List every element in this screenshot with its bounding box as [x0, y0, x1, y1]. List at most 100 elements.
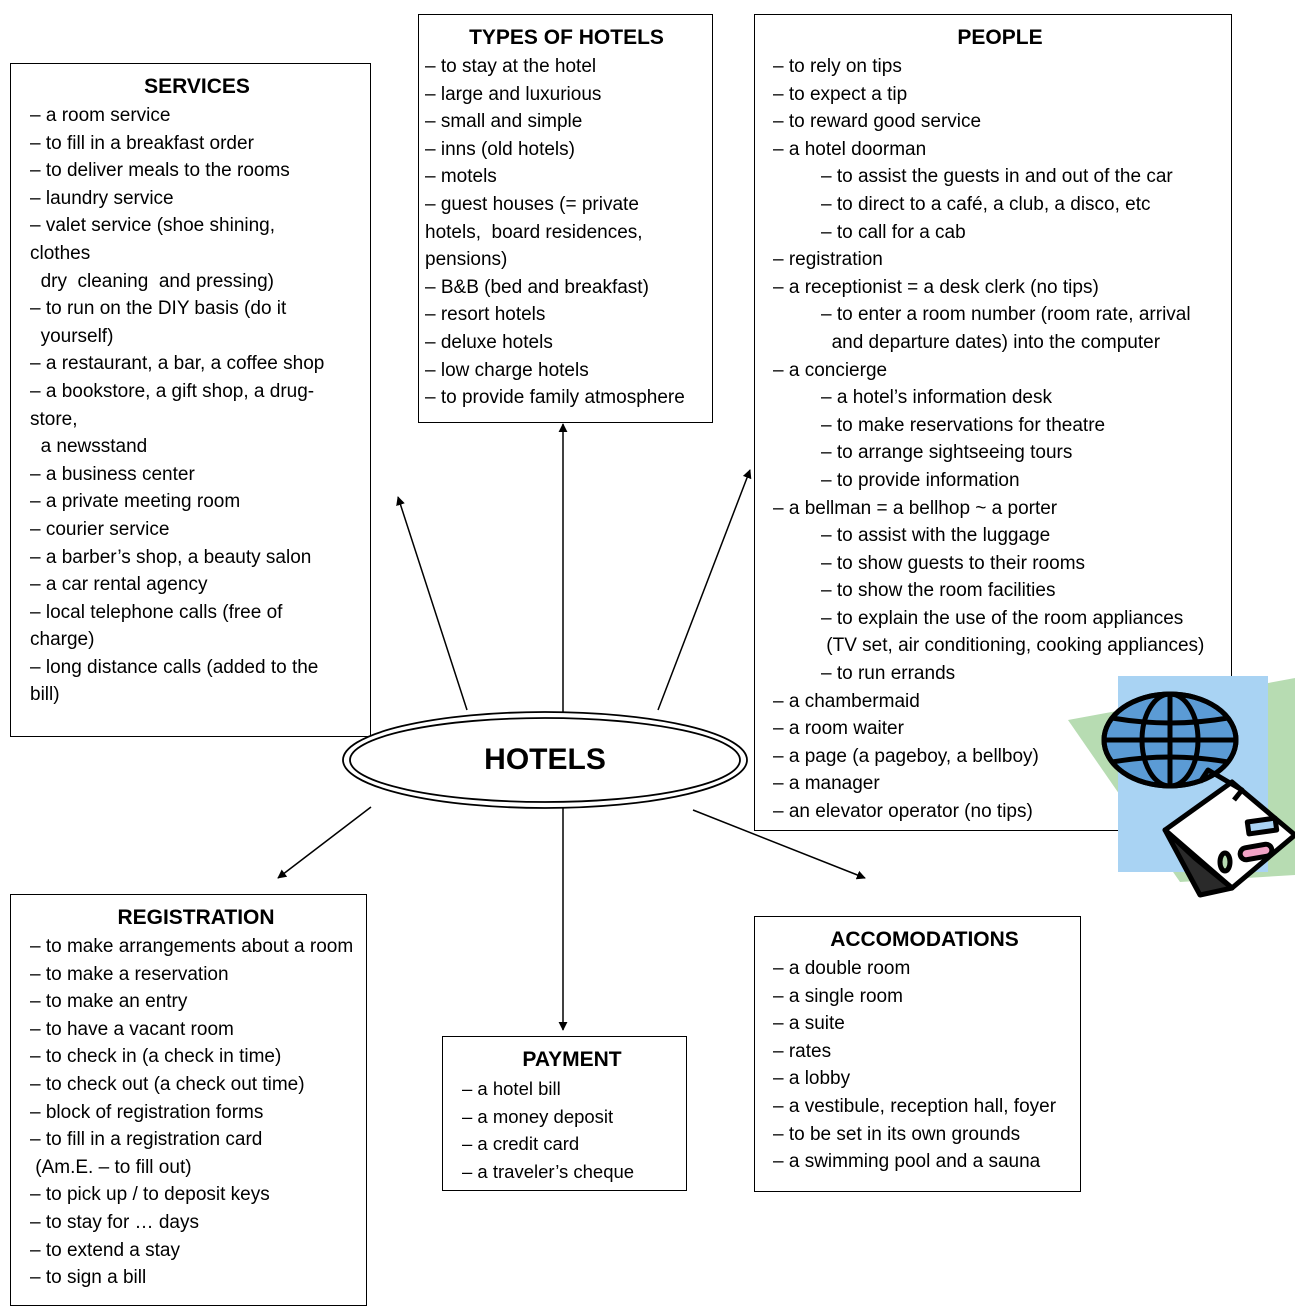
types-list: – to stay at the hotel – large and luxuri… — [425, 53, 708, 412]
types-list-item: pensions) — [425, 249, 508, 271]
services-list-item: – laundry service — [30, 187, 174, 209]
registration-list-item: – to check in (a check in time) — [30, 1046, 282, 1068]
registration-list-item: – to sign a bill — [30, 1267, 147, 1289]
people-list-item: – a concierge — [773, 359, 888, 381]
services-list-item: – a restaurant, a bar, a coffee shop — [30, 353, 325, 375]
people-list-item: – a room waiter — [773, 718, 904, 740]
types-list-item: – B&B (bed and breakfast) — [425, 276, 649, 298]
registration-list-item: – to check out (a check out time) — [30, 1073, 305, 1095]
people-list-item: – to explain the use of the room applian… — [821, 607, 1184, 629]
people-list-item: – to show the room facilities — [821, 580, 1056, 602]
payment-title: PAYMENT — [522, 1048, 622, 1071]
people-list-item: – a hotel doorman — [773, 138, 927, 160]
payment-list-item: – a credit card — [462, 1133, 580, 1155]
registration-list-item: – to make a reservation — [30, 963, 229, 985]
people-list-item: and departure dates) into the computer — [821, 331, 1161, 353]
types-list-item: – resort hotels — [425, 304, 546, 326]
arrow-to-accommodations — [692, 809, 866, 880]
people-list-item: – to expect a tip — [773, 83, 908, 105]
types-list-item: – large and luxurious — [425, 83, 602, 105]
registration-list-item: – to pick up / to deposit keys — [30, 1184, 270, 1206]
types-title: TYPES OF HOTELS — [469, 26, 664, 49]
people-list-item: – a manager — [773, 773, 880, 795]
accommodations-list: – a double room – a single room – a suite –… — [773, 955, 1076, 1176]
services-list-item: – to deliver meals to the rooms — [30, 160, 290, 182]
accommodations-list-item: – rates — [773, 1040, 832, 1062]
types-of-hotels-box: TYPES OF HOTELS – to stay at the hotel– … — [418, 14, 713, 423]
registration-list: – to make arrangements about a room– to … — [30, 933, 362, 1292]
accommodations-list-item: – a lobby — [773, 1068, 851, 1090]
registration-list-item: – to fill in a registration card — [30, 1129, 263, 1151]
services-list-item: charge) — [30, 629, 95, 651]
people-box: PEOPLE – to rely on tips– to expect a ti… — [754, 14, 1232, 831]
accommodations-list-item: – a vestibule, reception hall, foyer — [773, 1095, 1057, 1117]
services-list-item: – a room service — [30, 105, 171, 126]
services-list-item: – to run on the DIY basis (do it — [30, 298, 287, 320]
arrow-to-registration — [277, 806, 372, 879]
services-list-item: – a barber’s shop, a beauty salon — [30, 546, 312, 568]
people-list-item: – to assist the guests in and out of the… — [821, 166, 1173, 188]
center-title: HOTELS — [484, 743, 606, 776]
registration-title: REGISTRATION — [117, 906, 275, 929]
services-list-item: – a car rental agency — [30, 574, 208, 596]
types-list-item: – to stay at the hotel — [425, 56, 597, 77]
accommodations-list-item: – a double room — [773, 958, 911, 979]
services-list-item: a newsstand — [30, 436, 148, 458]
people-list-item: – to rely on tips — [773, 56, 902, 77]
people-list-item: – a bellman = a bellhop ~ a porter — [773, 497, 1058, 519]
payment-box: PAYMENT – a hotel bill– a money deposit–… — [442, 1036, 687, 1191]
types-list-item: – small and simple — [425, 111, 583, 133]
accommodations-list-item: – a swimming pool and a sauna — [773, 1151, 1041, 1173]
people-list-item: – to reward good service — [773, 111, 982, 133]
types-list-item: – deluxe hotels — [425, 331, 553, 353]
services-list-item: – long distance calls (added to the — [30, 656, 319, 678]
registration-box: REGISTRATION – to make arrangements abou… — [10, 894, 367, 1306]
services-list-item: store, — [30, 408, 78, 430]
payment-list: – a hotel bill – a money deposit – a credi… — [462, 1075, 682, 1185]
services-list-item: – to fill in a breakfast order — [30, 132, 254, 154]
people-list-item: – to arrange sightseeing tours — [821, 442, 1073, 464]
services-list-item: dry cleaning and pressing) — [30, 270, 274, 292]
people-list-item: – registration — [773, 249, 883, 271]
services-list-item: – courier service — [30, 518, 170, 540]
services-list: – a room service – to fill in a breakfast… — [30, 102, 364, 709]
services-box: SERVICES – a room service – to fill in a … — [10, 63, 371, 737]
services-list-item: – a private meeting room — [30, 491, 241, 513]
services-list-item: – a bookstore, a gift shop, a drug- — [30, 380, 315, 402]
types-list-item: – low charge hotels — [425, 359, 589, 381]
people-list-item: – to direct to a café, a club, a disco, … — [821, 193, 1151, 215]
people-list-item: – an elevator operator (no tips) — [773, 801, 1033, 823]
people-list: – to rely on tips – to expect a tip – to r… — [773, 53, 1227, 826]
people-list-item: – to assist with the luggage — [821, 525, 1051, 547]
people-list-item: – to call for a cab — [821, 221, 966, 243]
people-list-item: (TV set, air conditioning, cooking appli… — [821, 635, 1205, 657]
arrow-to-services — [396, 496, 468, 711]
people-list-item: – a hotel’s information desk — [821, 387, 1052, 409]
arrow-to-people — [657, 469, 752, 711]
services-list-item: bill) — [30, 684, 60, 706]
accommodations-list-item: – a suite — [773, 1013, 845, 1035]
people-list-item: – to provide information — [821, 469, 1020, 491]
accommodations-list-item: – a single room — [773, 985, 903, 1007]
registration-list-item: – to have a vacant room — [30, 1018, 234, 1040]
people-list-item: – a receptionist = a desk clerk (no tips… — [773, 276, 1099, 298]
services-list-item: – local telephone calls (free of — [30, 601, 283, 623]
registration-list-item: – block of registration forms — [30, 1101, 264, 1123]
accommodations-box: ACCOMODATIONS – a double room – a single … — [754, 916, 1081, 1192]
types-list-item: – motels — [425, 166, 497, 188]
accommodations-list-item: – to be set in its own grounds — [773, 1123, 1021, 1145]
accommodations-title: ACCOMODATIONS — [830, 928, 1019, 951]
services-list-item: – valet service (shoe shining, — [30, 215, 276, 237]
types-list-item: – inns (old hotels) — [425, 138, 575, 160]
registration-list-item: – to make an entry — [30, 991, 188, 1013]
services-list-item: – a business center — [30, 463, 195, 485]
payment-list-item: – a traveler’s cheque — [462, 1160, 635, 1182]
types-list-item: – guest houses (= private — [425, 193, 639, 215]
types-list-item: hotels, board residences, — [425, 221, 643, 243]
registration-list-item: – to extend a stay — [30, 1239, 180, 1261]
payment-list-item: – a money deposit — [462, 1105, 614, 1127]
services-title: SERVICES — [144, 75, 250, 98]
people-list-item: – to show guests to their rooms — [821, 552, 1086, 574]
payment-list-item: – a hotel bill — [462, 1078, 561, 1099]
